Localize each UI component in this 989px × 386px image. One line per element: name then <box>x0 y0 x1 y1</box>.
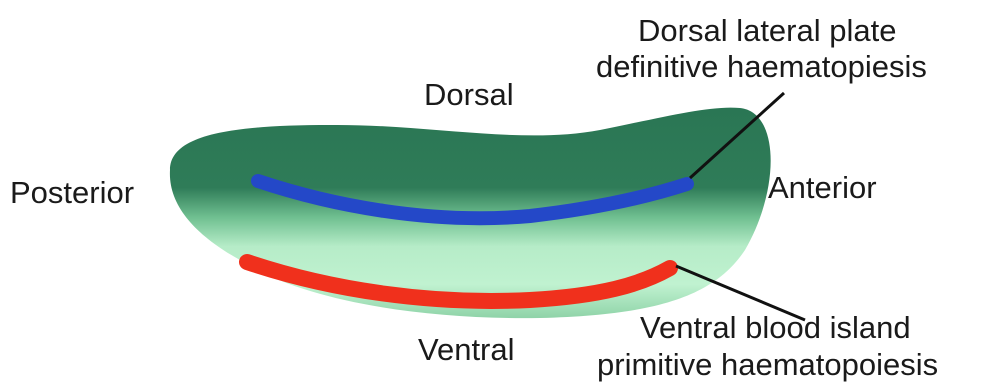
posterior-label: Posterior <box>10 175 134 210</box>
anterior-label: Anterior <box>768 170 877 205</box>
dorsal-lateral-plate-subtitle: definitive haematopiesis <box>596 49 927 84</box>
dorsal-label: Dorsal <box>424 77 514 112</box>
ventral-blood-island-title: Ventral blood island <box>640 310 911 345</box>
dorsal-lateral-plate-title: Dorsal lateral plate <box>638 13 896 48</box>
ventral-blood-island-subtitle: primitive haematopoiesis <box>597 347 938 382</box>
ventral-label: Ventral <box>418 332 515 367</box>
